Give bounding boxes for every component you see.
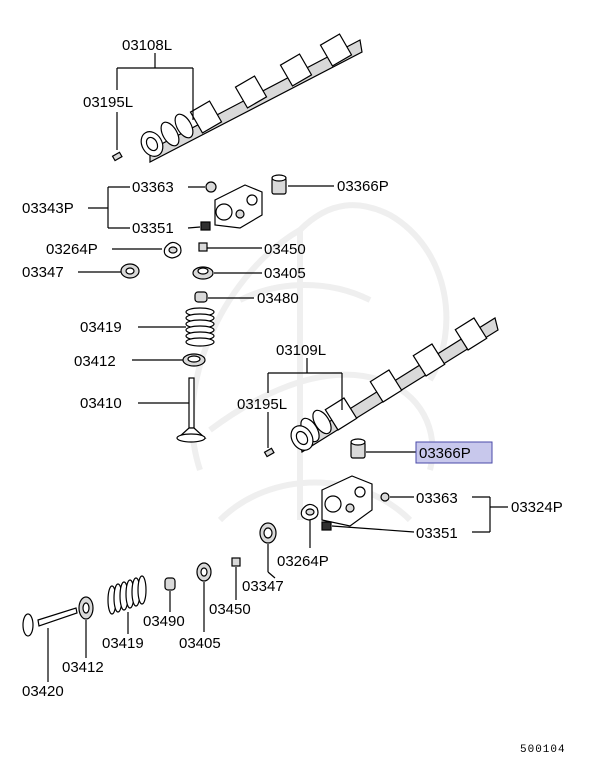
seat-lower-part[interactable] xyxy=(259,522,277,544)
spring-upper-part[interactable] xyxy=(185,307,215,347)
label-bolt-lower[interactable]: 03351 xyxy=(416,525,458,542)
bolt-upper-part[interactable] xyxy=(200,221,211,231)
label-adjuster-upper[interactable]: 03366P xyxy=(337,178,389,195)
label-key-lower[interactable]: 03450 xyxy=(209,601,251,618)
label-valve-lower[interactable]: 03420 xyxy=(22,683,64,700)
label-seat-lower[interactable]: 03347 xyxy=(242,578,284,595)
watermark-emblem xyxy=(189,202,450,523)
label-retainer-lower[interactable]: 03264P xyxy=(277,553,329,570)
retainer-lower-part[interactable] xyxy=(300,503,319,521)
label-spring-seat-lower[interactable]: 03412 xyxy=(62,659,104,676)
adjuster-lower-part[interactable] xyxy=(350,438,366,459)
valve-upper-part[interactable] xyxy=(176,377,207,443)
pin-upper-part[interactable] xyxy=(111,151,123,162)
label-plug-upper[interactable]: 03363 xyxy=(132,179,174,196)
rocker-assy-lower-part[interactable] xyxy=(321,475,373,527)
spring-seat-lower-part[interactable] xyxy=(78,596,94,620)
label-camshaft-lower[interactable]: 03109L xyxy=(276,342,326,359)
label-seal-lower[interactable]: 03490 xyxy=(143,613,185,630)
valve-lower-part[interactable] xyxy=(22,607,78,637)
label-rocker-assy-lower[interactable]: 03324P xyxy=(511,499,563,516)
label-pin-upper[interactable]: 03195L xyxy=(83,94,133,111)
retainer-upper-part[interactable] xyxy=(163,241,182,259)
camshaft-lower-part[interactable] xyxy=(287,317,499,454)
label-spring-retainer-upper[interactable]: 03405 xyxy=(264,265,306,282)
diagram-code: 500104 xyxy=(520,744,566,756)
seal-upper-part[interactable] xyxy=(194,291,208,303)
spring-retainer-upper-part[interactable] xyxy=(192,266,214,280)
rocker-assy-upper-part[interactable] xyxy=(214,184,263,229)
label-seat-upper[interactable]: 03347 xyxy=(22,264,64,281)
pin-lower-part[interactable] xyxy=(263,447,275,458)
label-spring-seat-upper[interactable]: 03412 xyxy=(74,353,116,370)
seat-upper-part[interactable] xyxy=(120,263,140,279)
label-bolt-upper[interactable]: 03351 xyxy=(132,220,174,237)
label-seal-upper[interactable]: 03480 xyxy=(257,290,299,307)
label-spring-retainer-lower[interactable]: 03405 xyxy=(179,635,221,652)
camshaft-upper-part[interactable] xyxy=(137,33,363,163)
bolt-lower-part[interactable] xyxy=(321,521,332,531)
label-adjuster-lower[interactable]: 03366P xyxy=(419,445,471,462)
plug-upper-part[interactable] xyxy=(205,181,217,193)
spring-lower-part[interactable] xyxy=(107,575,147,615)
label-plug-lower[interactable]: 03363 xyxy=(416,490,458,507)
label-valve-upper[interactable]: 03410 xyxy=(80,395,122,412)
label-camshaft-upper[interactable]: 03108L xyxy=(122,37,172,54)
label-spring-lower[interactable]: 03419 xyxy=(102,635,144,652)
key-upper-part[interactable] xyxy=(198,242,208,252)
adjuster-upper-part[interactable] xyxy=(271,174,287,195)
label-retainer-upper[interactable]: 03264P xyxy=(46,241,98,258)
leader-lines xyxy=(47,53,508,682)
spring-seat-upper-part[interactable] xyxy=(182,353,206,367)
label-pin-lower[interactable]: 03195L xyxy=(237,396,287,413)
plug-lower-part[interactable] xyxy=(380,492,390,502)
label-rocker-assy-upper[interactable]: 03343P xyxy=(22,200,74,217)
label-spring-upper[interactable]: 03419 xyxy=(80,319,122,336)
highlight-box xyxy=(415,441,493,464)
label-key-upper[interactable]: 03450 xyxy=(264,241,306,258)
key-lower-part[interactable] xyxy=(231,557,241,567)
spring-retainer-lower-part[interactable] xyxy=(196,562,212,582)
seal-lower-part[interactable] xyxy=(164,577,176,591)
